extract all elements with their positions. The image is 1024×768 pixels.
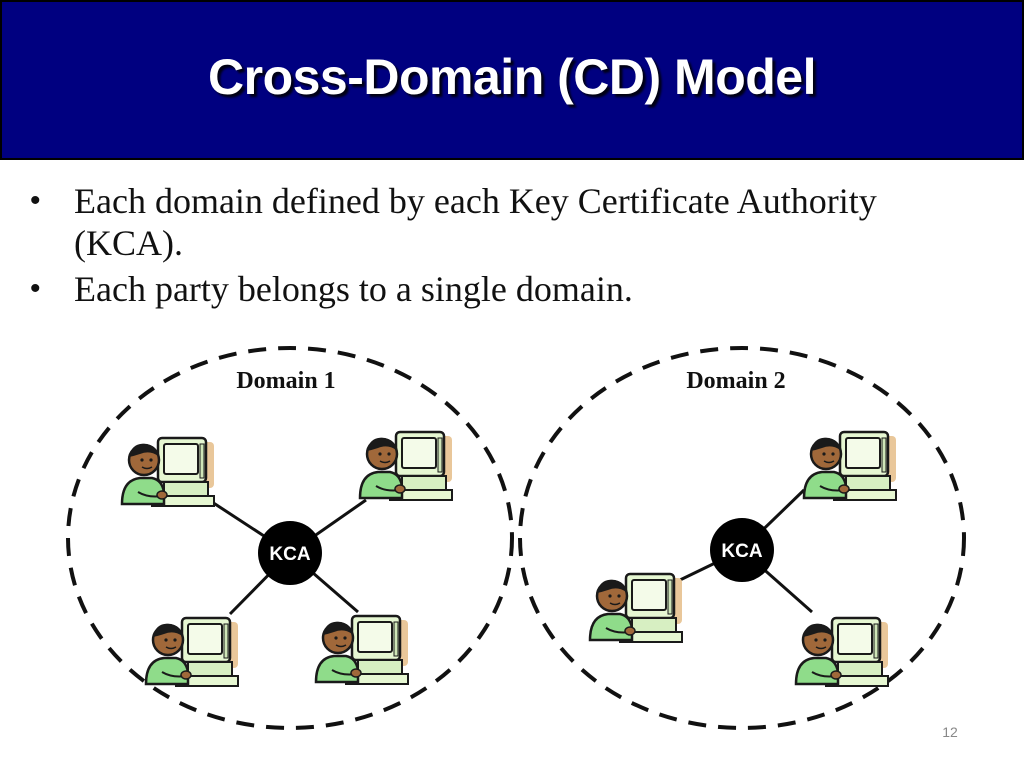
domain-2: Domain 2 KCA [518,346,966,730]
bullet-item: • Each domain defined by each Key Certif… [30,180,930,264]
domain-1-label: Domain 1 [236,368,335,394]
kca-node: KCA [258,521,322,585]
person-at-computer-icon [120,436,216,508]
person-at-computer-icon [802,430,898,502]
domain-1: Domain 1 KCA [66,346,514,730]
kca-node: KCA [710,518,774,582]
kca-label: KCA [721,541,762,562]
person-at-computer-icon [358,430,454,502]
domain-2-label: Domain 2 [686,368,785,394]
bullet-item: • Each party belongs to a single domain. [30,268,930,310]
bullet-icon: • [30,272,41,305]
title-bar: Cross-Domain (CD) Model [0,0,1024,160]
page-number: 12 [942,724,958,740]
domain-2-boundary [518,346,966,730]
bullet-icon: • [30,184,41,217]
bullet-list: • Each domain defined by each Key Certif… [30,180,930,314]
person-at-computer-icon [588,572,684,644]
person-at-computer-icon [794,616,890,688]
person-at-computer-icon [314,614,410,686]
slide-title: Cross-Domain (CD) Model [208,49,816,105]
domain-1-boundary [66,346,514,730]
kca-label: KCA [269,544,310,565]
bullet-text: Each party belongs to a single domain. [74,269,633,309]
person-at-computer-icon [144,616,240,688]
bullet-text: Each domain defined by each Key Certific… [74,181,877,263]
